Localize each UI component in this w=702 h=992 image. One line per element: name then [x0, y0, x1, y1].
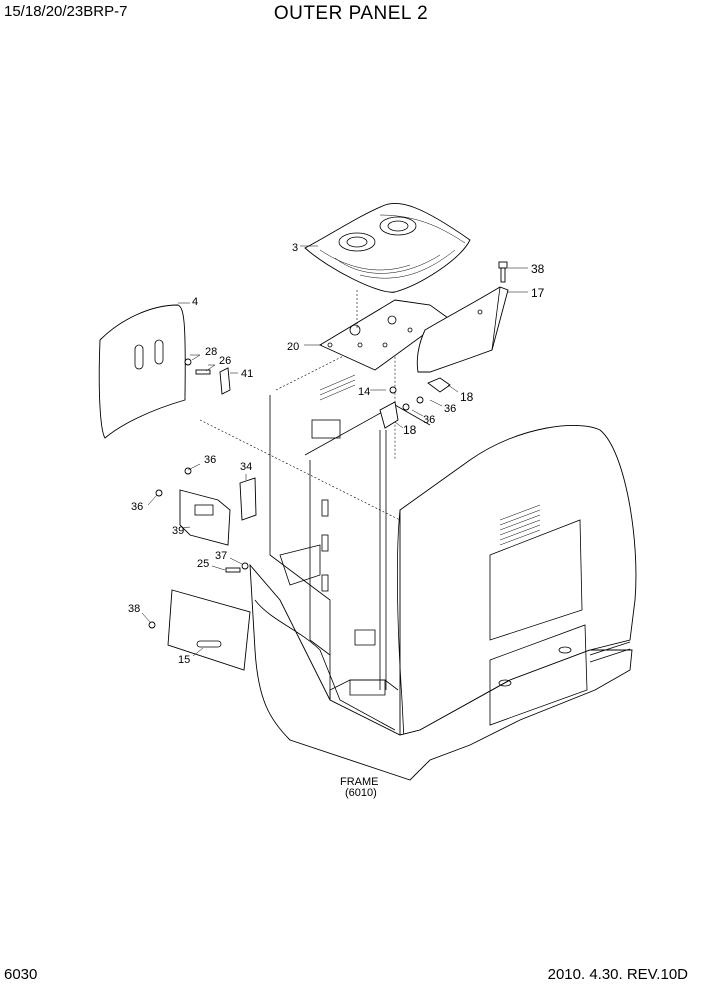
callout-15: 15 — [178, 654, 190, 666]
callout-3: 3 — [292, 242, 298, 254]
part-17-cover — [416, 286, 509, 373]
callout-36-left: 36 — [204, 454, 216, 466]
model-code: 15/18/20/23BRP-7 — [4, 3, 128, 20]
frame-label: FRAME — [340, 776, 379, 788]
callout-38-top: 38 — [531, 262, 545, 276]
part-38-bolt-top — [498, 261, 508, 283]
callout-18-mid: 18 — [403, 423, 417, 437]
callout-25: 25 — [197, 558, 209, 570]
callout-36-mid: 36 — [423, 414, 435, 426]
callout-38-lower: 38 — [128, 603, 140, 615]
callout-17: 17 — [531, 286, 545, 300]
callout-20: 20 — [287, 341, 299, 353]
vent-grille — [499, 504, 541, 546]
callout-26: 26 — [219, 355, 231, 367]
frame-reference: (6010) — [345, 787, 377, 799]
revision-date: 2010. 4.30. REV.10D — [547, 966, 688, 983]
callout-4: 4 — [192, 296, 198, 308]
callout-41: 41 — [241, 368, 253, 380]
small-hardware — [148, 358, 451, 629]
part-3-floor-mat — [304, 202, 471, 293]
page-title: OUTER PANEL 2 — [273, 3, 429, 24]
part-15-cover-plate — [167, 589, 251, 671]
leader-lines — [141, 245, 528, 657]
callout-36-top: 36 — [444, 403, 456, 415]
callout-28: 28 — [205, 346, 217, 358]
callout-36-lower: 36 — [131, 501, 143, 513]
frame-body — [249, 329, 637, 781]
callout-18-top: 18 — [460, 390, 474, 404]
part-4-side-panel — [98, 304, 186, 439]
callout-14: 14 — [358, 386, 370, 398]
callout-39: 39 — [172, 525, 184, 537]
callout-34: 34 — [240, 461, 252, 473]
page-number: 6030 — [4, 966, 38, 983]
callout-37: 37 — [215, 550, 227, 562]
